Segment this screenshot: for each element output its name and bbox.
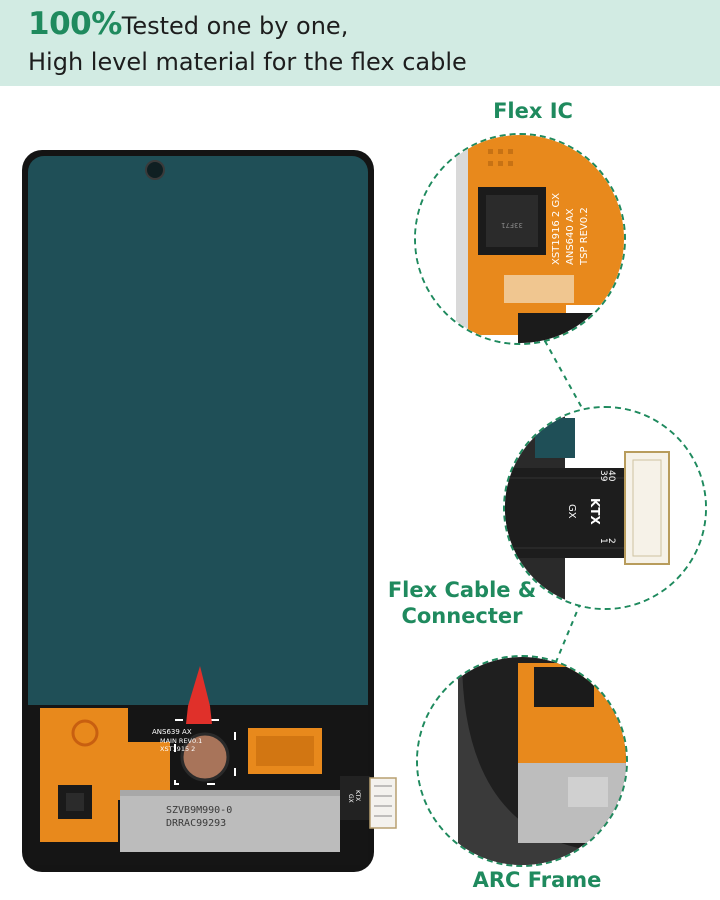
callout-flex-ic: Flex IC [470, 98, 596, 124]
headline-rest: Tested one by one, [121, 12, 349, 40]
front-camera-hole [145, 160, 165, 180]
red-pull-tab [186, 666, 212, 724]
top-banner: 100%Tested one by one, High level materi… [0, 0, 720, 86]
flex-logo-circle [71, 719, 99, 747]
zoom-cable-ktx: KTX [588, 498, 602, 525]
zoom-flex-connector [624, 451, 670, 565]
zoom-cable-gx: GX [566, 504, 577, 519]
callout-flex-cable: Flex Cable & Connecter [382, 577, 542, 629]
banner-subline: High level material for the flex cable [28, 48, 467, 76]
metal-shield [120, 790, 340, 852]
zoom-ic-part-line3: TSP REV0.2 [579, 207, 590, 266]
zoom-cable-pin-1: 1 [598, 538, 608, 544]
flex-board-right-pins [256, 736, 314, 766]
callout-flex-cable-line2: Connecter [401, 604, 523, 628]
zoom-flex-cable-image: KTX GX 40 39 2 1 [505, 408, 705, 608]
display-flex-cable [340, 776, 370, 820]
banner-headline: 100%Tested one by one, [28, 6, 348, 42]
zoom-flex-cable-strip [505, 468, 625, 558]
callout-flex-cable-line1: Flex Cable & [387, 578, 537, 602]
zoom-arc-frame-image [418, 657, 626, 865]
board-serial-line1: SZVB9M990-0 [166, 805, 232, 816]
headline-accent: 100% [28, 6, 122, 42]
board-ktx-label: KTX [354, 790, 361, 801]
metal-shield-edge [120, 790, 340, 796]
flex-chip-left-inner [66, 793, 84, 811]
zoom-ic-part-line2: ANS640 AX [565, 208, 576, 265]
flex-pad-round [180, 732, 230, 782]
board-ans-line3: XST1915 2 [160, 745, 195, 753]
zoom-circle-flex-ic: 33F71 XST1916 2 GX ANS640 AX TSP REV0.2 [414, 133, 626, 345]
zoom-ic-chip-text: 33F71 [501, 221, 523, 229]
zoom-circle-arc-frame [416, 655, 628, 867]
board-gx-label: GX [347, 794, 354, 803]
zoom-ic-part-line1: XST1916 2 GX [551, 193, 562, 265]
zoom-flex-ic-image: 33F71 XST1916 2 GX ANS640 AX TSP REV0.2 [416, 135, 624, 343]
callout-arc-frame-text: ARC Frame [472, 868, 602, 892]
zoom-circle-flex-cable: KTX GX 40 39 2 1 [503, 406, 707, 610]
callout-arc-frame: ARC Frame [462, 867, 612, 893]
phone-display-assembly [22, 150, 397, 872]
callout-flex-ic-text: Flex IC [493, 99, 573, 123]
connector-line-ic [539, 331, 583, 409]
phone-screen [28, 156, 368, 722]
board-ans-line2: MAIN REV0.1 [160, 737, 202, 745]
zoom-cable-pin-2: 2 [606, 538, 616, 544]
zoom-cable-pin-40: 40 [606, 470, 616, 482]
board-ans-line1: ANS639 AX [152, 728, 192, 736]
zoom-cable-pin-39: 39 [598, 470, 608, 482]
board-serial-line2: DRRAC99293 [166, 818, 226, 829]
alignment-marks [174, 719, 236, 785]
